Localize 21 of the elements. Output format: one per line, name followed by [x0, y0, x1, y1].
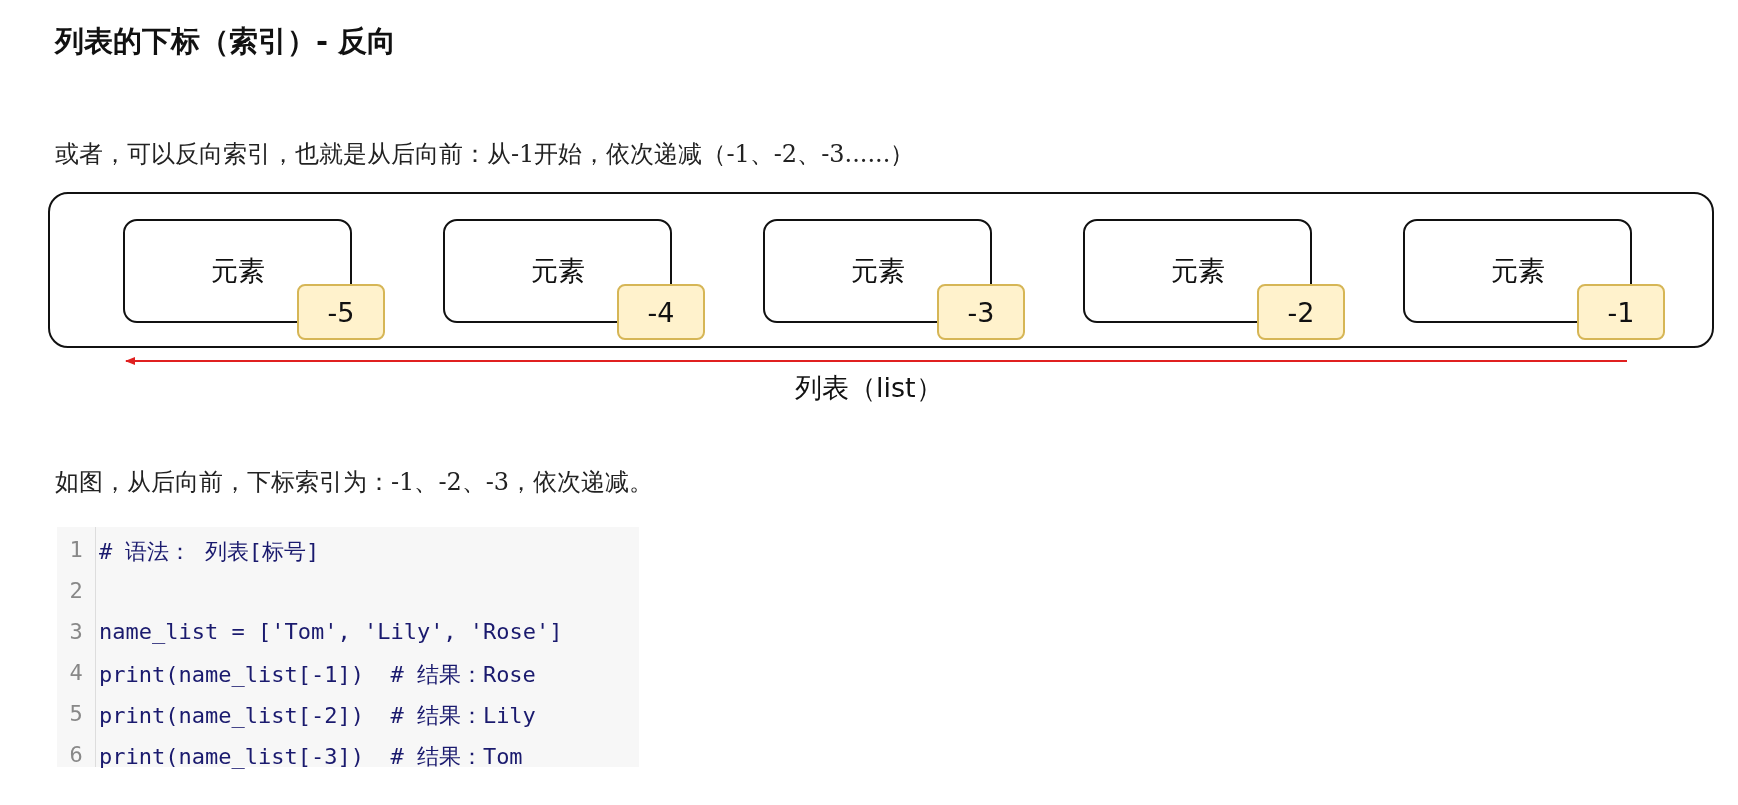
index-badge: -2	[1257, 284, 1345, 340]
code-line: name_list = ['Tom', 'Lily', 'Rose']	[99, 619, 563, 644]
code-line: print(name_list[-1]) # 结果：Rose	[99, 661, 536, 689]
line-number: 3	[68, 619, 84, 644]
code-line: print(name_list[-2]) # 结果：Lily	[99, 702, 536, 730]
code-line: print(name_list[-3]) # 结果：Tom	[99, 743, 523, 771]
line-number: 5	[68, 701, 84, 726]
line-number: 1	[68, 537, 84, 562]
line-number: 2	[68, 578, 84, 603]
line-number: 4	[68, 660, 84, 685]
index-badge: -4	[617, 284, 705, 340]
list-container-box	[48, 192, 1714, 348]
index-badge: -3	[937, 284, 1025, 340]
line-number: 6	[68, 742, 84, 767]
index-badge: -1	[1577, 284, 1665, 340]
list-label: 列表（list）	[795, 370, 943, 406]
code-line: # 语法： 列表[标号]	[99, 538, 320, 566]
paragraph: 或者，可以反向索引，也就是从后向前：从-1开始，依次递减（-1、-2、-3......）	[55, 139, 915, 170]
page-title: 列表的下标（索引）- 反向	[55, 23, 397, 60]
index-badge: -5	[297, 284, 385, 340]
paragraph: 如图，从后向前，下标索引为：-1、-2、-3，依次递减。	[55, 467, 654, 498]
